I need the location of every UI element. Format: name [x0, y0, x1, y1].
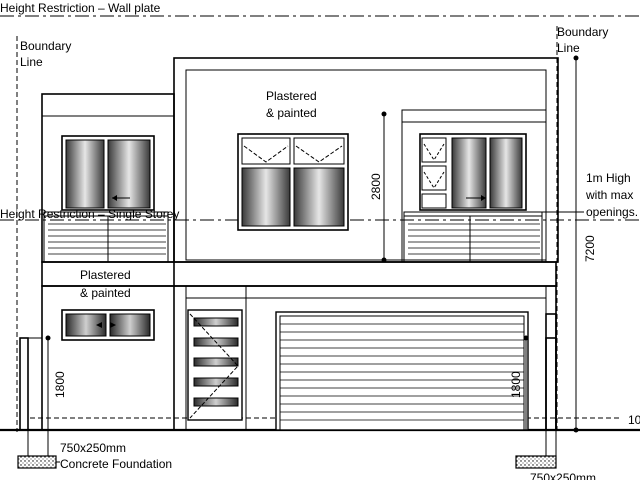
footing-left: 750x250mm Concrete Foundation	[17, 430, 172, 471]
footing-right-size: 750x250mm	[530, 471, 596, 480]
lower-left-window	[61, 309, 155, 341]
lower-plaster-line-2: & painted	[80, 286, 131, 300]
boundary-right-label-1: Boundary	[557, 25, 608, 39]
dim-1800-left-text: 1800	[53, 371, 67, 398]
wall-plate-restriction: Height Restriction – Wall plate	[0, 1, 640, 17]
footing-right: 750x250mm	[515, 430, 596, 480]
upper-plaster-line-2: & painted	[266, 106, 317, 120]
dim-1800-right: 1800	[509, 335, 529, 430]
dim-2800-text: 2800	[369, 173, 383, 200]
footing-left-size: 750x250mm	[60, 441, 126, 455]
left-balustrade	[43, 211, 169, 263]
note-line-1: 1m High	[586, 171, 631, 185]
note-line-3: openings.	[586, 205, 638, 219]
dim-1800-right-text: 1800	[509, 371, 523, 398]
dim-7200: 7200	[573, 55, 597, 433]
upper-right-window	[419, 133, 527, 211]
boundary-left-label-1: Boundary	[20, 39, 71, 53]
entry-door	[187, 309, 243, 421]
dim-7200-text: 7200	[583, 235, 597, 262]
wall-plate-label: Height Restriction – Wall plate	[0, 1, 161, 15]
lower-plaster-note: Plastered & painted	[80, 268, 131, 300]
upper-left-window	[61, 135, 155, 211]
upper-plaster-note: Plastered & painted	[266, 89, 317, 120]
lower-plaster-line-1: Plastered	[80, 268, 131, 282]
left-fence-post	[19, 337, 42, 431]
upper-plaster-line-1: Plastered	[266, 89, 317, 103]
dim-1800-left: 1800	[45, 335, 67, 430]
footing-left-desc: Concrete Foundation	[60, 457, 172, 471]
boundary-left-label-2: Line	[20, 55, 43, 69]
note-line-2: with max	[585, 188, 633, 202]
boundary-right-label-2: Line	[557, 41, 580, 55]
dim-2800: 2800	[369, 111, 387, 263]
boundary-right: Boundary Line	[556, 25, 608, 432]
garage-door	[275, 311, 529, 431]
upper-centre-window	[237, 133, 349, 231]
balustrade-note: 1m High with max openings.	[542, 171, 638, 219]
edge-text: 10	[628, 413, 640, 427]
boundary-left: Boundary Line	[16, 36, 71, 432]
right-fence-post	[545, 313, 557, 431]
right-balustrade	[403, 211, 543, 263]
